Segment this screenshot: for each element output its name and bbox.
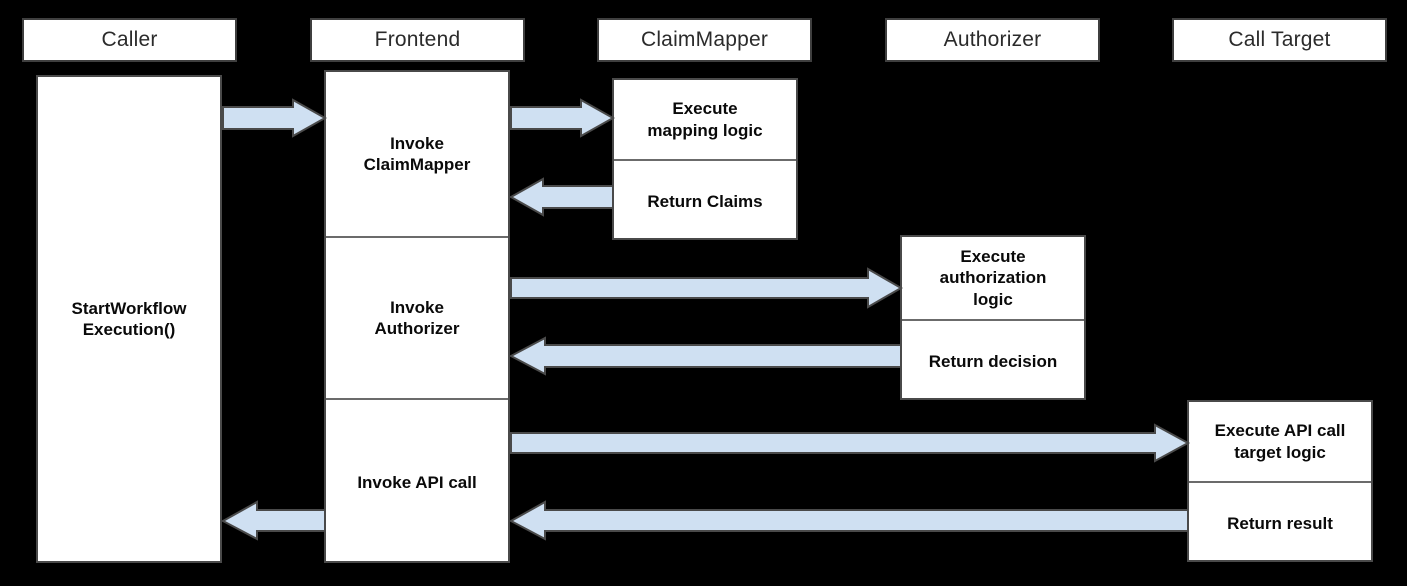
participant-header-frontend[interactable]: Frontend [310,18,525,62]
message-arrow-caller-to-frontend[interactable] [222,98,328,138]
participant-label: Caller [101,27,158,51]
activation-claimmapper[interactable]: Execute mapping logic Return Claims [612,78,798,240]
participant-label: Authorizer [943,27,1042,51]
activation-authorizer[interactable]: Execute authorization logic Return decis… [900,235,1086,400]
activation-cell-label: Execute API call target logic [1214,421,1346,462]
activation-cell-label: Return decision [928,351,1058,371]
message-arrow-frontend-to-claimmapper[interactable] [510,98,616,138]
activation-cell-label: StartWorkflow Execution() [71,298,187,339]
activation-cell-return-claims: Return Claims [614,161,796,242]
activation-cell-caller-start: StartWorkflow Execution() [38,77,220,561]
message-arrow-frontend-to-authorizer[interactable] [510,267,904,309]
activation-cell-invoke-api-call: Invoke API call [326,400,508,565]
participant-header-calltarget[interactable]: Call Target [1172,18,1387,62]
activation-cell-invoke-authorizer: Invoke Authorizer [326,238,508,400]
message-arrow-authorizer-to-frontend[interactable] [508,336,902,376]
participant-label: Call Target [1228,27,1331,51]
participant-label: ClaimMapper [640,27,769,51]
activation-cell-execute-authorization-logic: Execute authorization logic [902,237,1084,321]
message-arrow-frontend-to-calltarget[interactable] [510,423,1191,463]
activation-calltarget[interactable]: Execute API call target logic Return res… [1187,400,1373,562]
participant-header-authorizer[interactable]: Authorizer [885,18,1100,62]
activation-cell-label: Return Claims [647,191,763,211]
activation-cell-return-result: Return result [1189,483,1371,564]
message-arrow-claimmapper-to-frontend[interactable] [508,177,614,217]
activation-frontend[interactable]: Invoke ClaimMapper Invoke Authorizer Inv… [324,70,510,563]
activation-caller[interactable]: StartWorkflow Execution() [36,75,222,563]
activation-cell-label: Invoke ClaimMapper [363,133,471,174]
activation-cell-label: Invoke Authorizer [374,297,460,338]
participant-label: Frontend [374,27,461,51]
activation-cell-return-decision: Return decision [902,321,1084,402]
participant-header-claimmapper[interactable]: ClaimMapper [597,18,812,62]
participant-header-caller[interactable]: Caller [22,18,237,62]
activation-cell-label: Execute mapping logic [647,99,763,140]
activation-cell-execute-mapping-logic: Execute mapping logic [614,80,796,161]
activation-cell-label: Invoke API call [357,472,477,492]
activation-cell-invoke-claimmapper: Invoke ClaimMapper [326,72,508,238]
activation-cell-label: Return result [1227,513,1333,533]
message-arrow-calltarget-to-frontend[interactable] [508,500,1189,541]
activation-cell-execute-api-call-target-logic: Execute API call target logic [1189,402,1371,483]
message-arrow-frontend-to-caller[interactable] [220,500,326,541]
activation-cell-label: Execute authorization logic [939,247,1047,309]
